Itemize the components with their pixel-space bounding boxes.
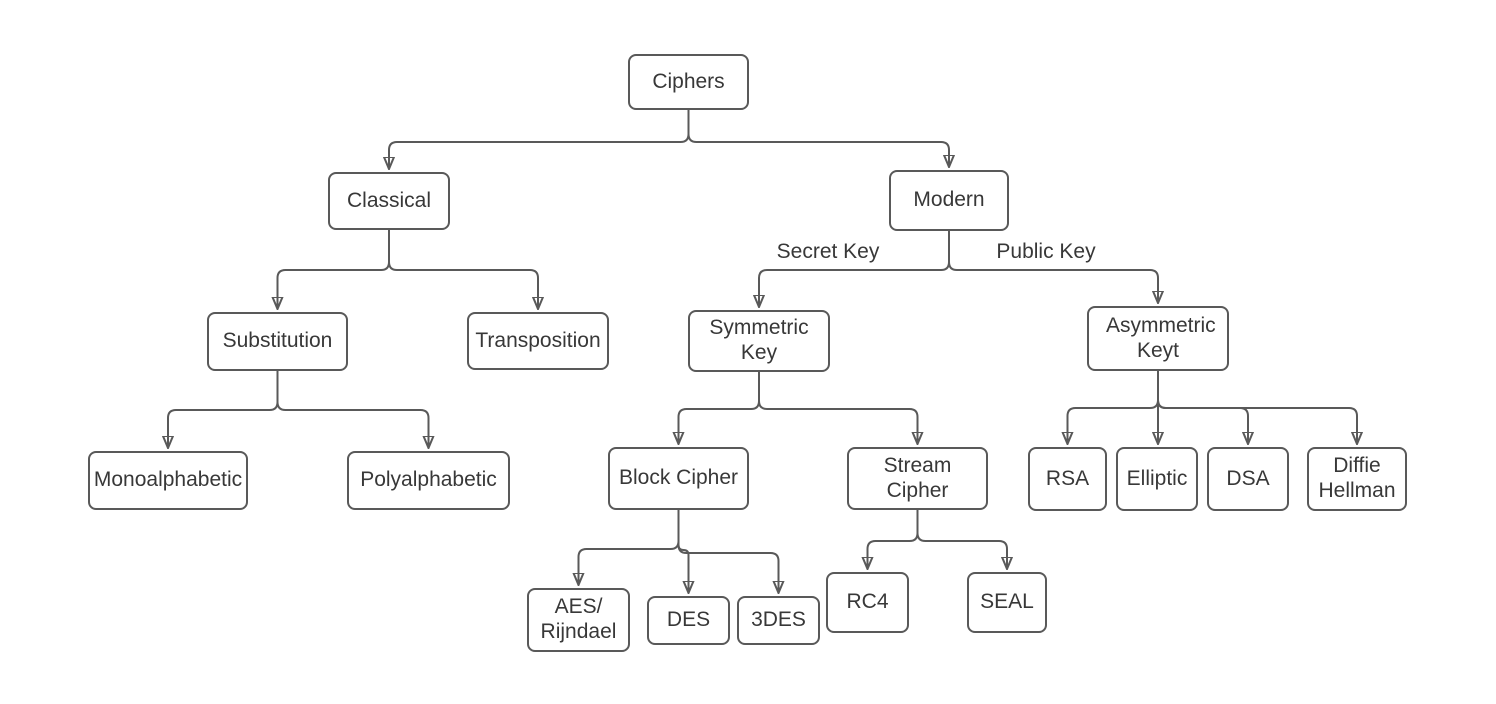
- node-dsa: DSA: [1207, 447, 1289, 511]
- node-rsa-label: RSA: [1045, 466, 1090, 490]
- node-symmetric-key-label: Symmetric Key: [709, 316, 809, 364]
- node-3des-label: 3DES: [751, 608, 806, 632]
- node-3des: 3DES: [737, 596, 820, 645]
- node-des: DES: [647, 596, 730, 645]
- node-diffie-hellman-label: Diffie Hellman: [1318, 454, 1396, 502]
- node-asymmetric-key: Asymmetric Keyt: [1087, 306, 1229, 371]
- node-rc4-label: RC4: [846, 590, 889, 614]
- node-symmetric-key: Symmetric Key: [688, 310, 830, 372]
- node-block-cipher-label: Block Cipher: [618, 466, 739, 490]
- node-elliptic: Elliptic: [1116, 447, 1198, 511]
- node-ciphers-label: Ciphers: [652, 69, 725, 93]
- edge-label-secret-key: Secret Key: [776, 240, 880, 263]
- node-substitution-label: Substitution: [222, 329, 333, 353]
- node-des-label: DES: [666, 608, 711, 632]
- node-polyalphabetic: Polyalphabetic: [347, 451, 510, 510]
- edge-asymmetric-diffie-hellman: [1157, 371, 1357, 444]
- node-elliptic-label: Elliptic: [1126, 466, 1188, 490]
- node-monoalphabetic-label: Monoalphabetic: [93, 468, 243, 492]
- node-rc4: RC4: [826, 572, 909, 633]
- node-monoalphabetic: Monoalphabetic: [88, 451, 248, 510]
- node-ciphers: Ciphers: [628, 54, 749, 110]
- node-classical: Classical: [328, 172, 450, 230]
- edge-symmetric-stream-cipher: [758, 372, 918, 444]
- node-stream-cipher: Stream Cipher: [847, 447, 988, 510]
- edge-ciphers-classical: [389, 110, 690, 169]
- edge-ciphers-modern: [687, 110, 950, 167]
- edge-label-public-key: Public Key: [996, 240, 1096, 263]
- node-asymmetric-key-label: Asymmetric Keyt: [1106, 313, 1216, 362]
- node-transposition: Transposition: [467, 312, 609, 370]
- edge-classical-transposition: [388, 230, 538, 309]
- node-substitution: Substitution: [207, 312, 348, 371]
- edge-block-aes: [579, 510, 680, 585]
- edge-stream-seal: [916, 510, 1008, 569]
- edge-block-3des: [677, 510, 779, 593]
- edge-symmetric-block-cipher: [679, 372, 760, 444]
- node-modern: Modern: [889, 170, 1009, 231]
- node-modern-label: Modern: [913, 188, 985, 212]
- edge-modern-asymmetric: [948, 231, 1158, 303]
- node-classical-label: Classical: [346, 188, 432, 212]
- node-diffie-hellman: Diffie Hellman: [1307, 447, 1407, 511]
- node-dsa-label: DSA: [1226, 466, 1270, 490]
- node-seal-label: SEAL: [980, 590, 1034, 614]
- edge-substitution-monoalphabetic: [168, 371, 279, 448]
- edge-substitution-polyalphabetic: [276, 371, 429, 448]
- node-transposition-label: Transposition: [475, 328, 601, 352]
- node-block-cipher: Block Cipher: [608, 447, 749, 510]
- node-stream-cipher-label: Stream Cipher: [883, 453, 952, 502]
- edge-asymmetric-rsa: [1068, 371, 1159, 444]
- node-polyalphabetic-label: Polyalphabetic: [360, 468, 497, 492]
- edge-classical-substitution: [278, 230, 390, 309]
- edge-stream-rc4: [868, 510, 919, 569]
- node-aes-rijndael-label: AES/ Rijndael: [540, 595, 617, 643]
- node-rsa: RSA: [1028, 447, 1107, 511]
- node-aes-rijndael: AES/ Rijndael: [527, 588, 630, 652]
- node-seal: SEAL: [967, 572, 1047, 633]
